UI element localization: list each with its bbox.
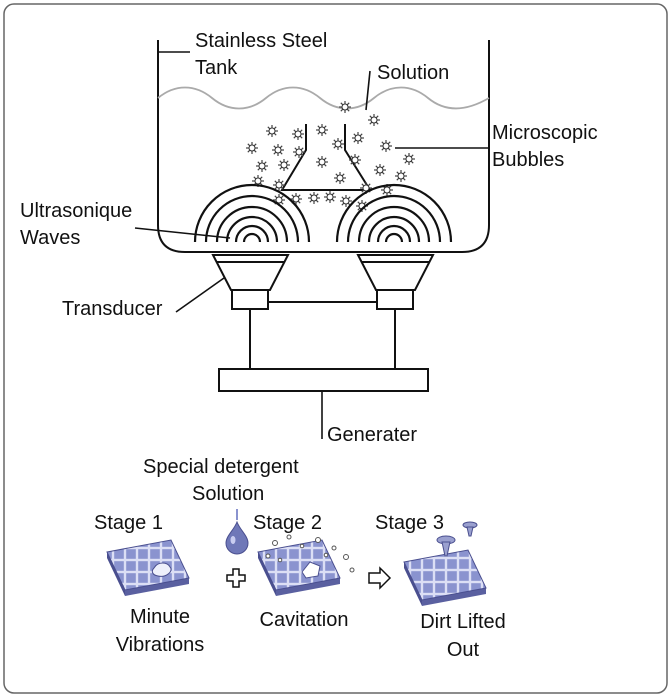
transducer-left [211, 254, 290, 310]
transducer-leader [175, 277, 225, 313]
figure-frame [3, 3, 668, 694]
solution-label: Solution [377, 62, 449, 84]
stage-2-title: Stage 2 [253, 512, 322, 534]
stage-1-surface [106, 539, 190, 597]
bubbles-label-line2: Bubbles [492, 149, 564, 171]
solution-surface [157, 86, 490, 110]
ultrasonic-waves-left [193, 183, 311, 243]
transducer-label: Transducer [62, 298, 163, 320]
stage-1-caption-line2: Vibrations [116, 634, 205, 656]
detergent-label-line1: Special detergent [143, 456, 299, 478]
transducer-wiring [249, 301, 396, 369]
bubbles-label-line1: Microscopic [492, 122, 598, 144]
stage-2-caption-line1: Cavitation [260, 609, 349, 631]
tank-label-line2: Tank [195, 57, 238, 79]
stage-1-caption-line1: Minute [130, 606, 190, 628]
ultrasonic-waves-right [335, 183, 453, 243]
generator-label: Generater [327, 424, 417, 446]
generator-box [218, 368, 429, 392]
tank-label-line1: Stainless Steel [195, 30, 327, 52]
solution-leader [365, 70, 371, 111]
stage-3-surface [403, 521, 487, 607]
transducer-right [356, 254, 435, 310]
tank-outline [157, 40, 490, 253]
droplet-icon [225, 509, 249, 555]
stage-3-caption-line1: Dirt Lifted [420, 611, 506, 633]
stage-2-surface [257, 534, 355, 597]
arrow-right-icon [368, 566, 392, 590]
waves-label-line1: Ultrasonique [20, 200, 132, 222]
detergent-label-line2: Solution [192, 483, 264, 505]
plus-icon [226, 568, 246, 588]
stage-1-title: Stage 1 [94, 512, 163, 534]
stage-3-title: Stage 3 [375, 512, 444, 534]
immersed-object [280, 124, 372, 191]
waves-leader [134, 227, 231, 239]
waves-label-line2: Waves [20, 227, 80, 249]
stage-3-caption-line2: Out [447, 639, 480, 661]
